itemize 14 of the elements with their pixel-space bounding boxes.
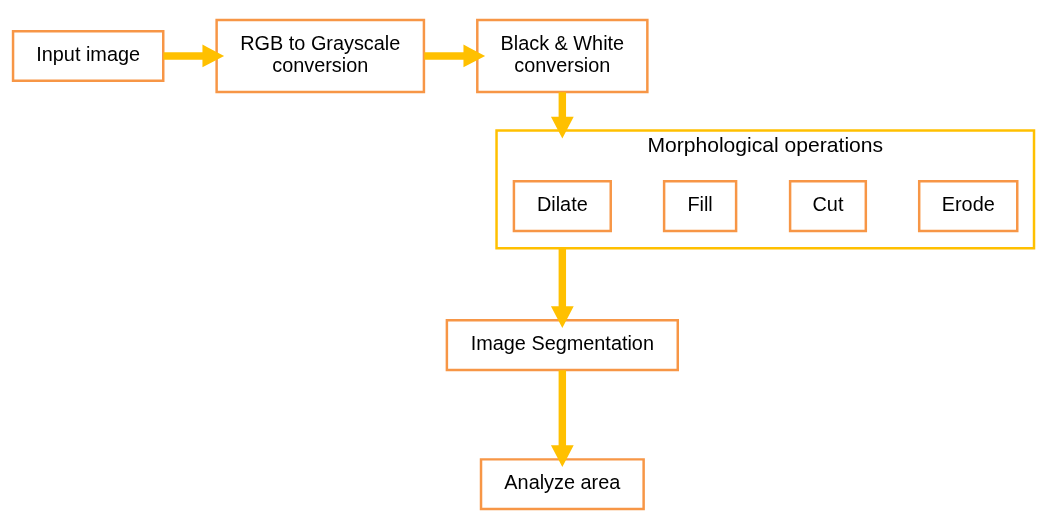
node-box: Analyze area	[479, 457, 645, 510]
node-box: Cut	[788, 179, 868, 232]
arrow	[550, 369, 574, 467]
node-box: Image Segmentation	[445, 318, 679, 371]
node-box: Fill	[662, 179, 738, 232]
arrow	[550, 91, 574, 138]
node-box: Dilate	[512, 179, 612, 232]
arrow	[163, 44, 225, 67]
node-box: Black & White conversion	[476, 18, 649, 93]
arrow	[424, 44, 486, 67]
arrow	[550, 247, 574, 328]
node-box: Erode	[917, 179, 1019, 232]
node-box: Input image	[11, 29, 165, 82]
node-box: RGB to Grayscale conversion	[215, 18, 426, 93]
